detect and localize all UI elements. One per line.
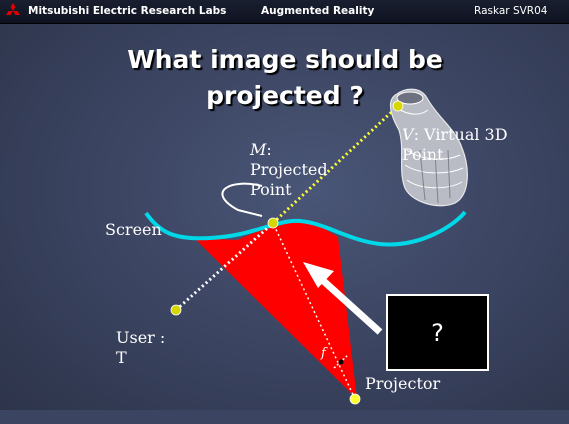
sight-line-virtual [271, 104, 400, 225]
vase-icon [389, 88, 468, 207]
white-arrow-icon [303, 262, 383, 335]
focal-length-label: f [321, 346, 326, 361]
projector-label: Projector [365, 374, 441, 393]
user-point-marker [170, 304, 182, 316]
user-line1: User : [116, 328, 166, 347]
screen-curve [144, 210, 467, 247]
slide-title: What image should be projected ? [127, 45, 443, 110]
projected-point-line3: Point [250, 180, 292, 199]
virtual-point-label: V: Virtual 3D Point [402, 125, 508, 165]
header-author: Raskar SVR04 [474, 5, 548, 17]
virtual-point-prefix: V [402, 125, 414, 144]
header-section: Augmented Reality [261, 5, 375, 17]
projector-ray [272, 222, 356, 400]
projection-cone [194, 222, 357, 399]
projected-point-marker [267, 217, 279, 229]
projected-point-line2: Projected [250, 160, 328, 179]
screen-label: Screen [105, 220, 162, 239]
projected-point-callout [221, 182, 263, 217]
unknown-image-symbol: ? [431, 318, 444, 347]
user-line2: T [116, 348, 127, 367]
virtual-point-line2: Point [402, 145, 444, 164]
mitsubishi-logo-icon [6, 3, 20, 15]
projected-point-colon: : [266, 140, 272, 159]
focal-point-dot [338, 359, 344, 365]
header-org: Mitsubishi Electric Research Labs [28, 5, 227, 17]
user-label: User : T [116, 328, 165, 368]
bottom-bar [0, 410, 569, 424]
virtual-point-text: : Virtual 3D [413, 125, 508, 144]
projected-point-prefix: M [250, 140, 267, 159]
projected-point-label: M: Projected Point [250, 140, 328, 200]
projector-point-marker [349, 393, 361, 405]
header-bar: Mitsubishi Electric Research Labs Augmen… [0, 0, 569, 24]
unknown-image-box: ? [386, 294, 489, 371]
virtual-point-marker [392, 100, 404, 112]
sight-line-user [174, 221, 275, 312]
